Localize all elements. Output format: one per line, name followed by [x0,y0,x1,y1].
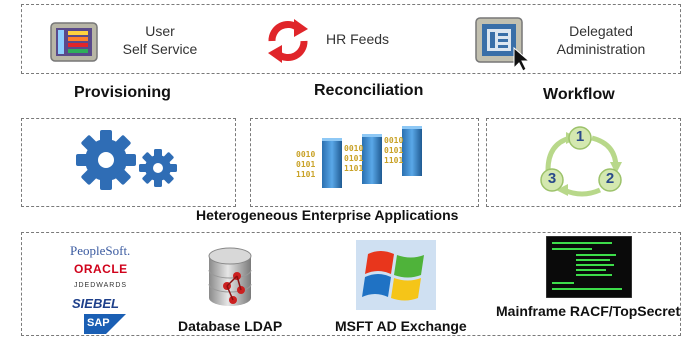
database-icon [205,246,255,308]
delegated-label-line2: Administration [556,41,646,57]
enterprise-apps-box [21,232,681,336]
msft-ad-exchange-label: MSFT AD Exchange [335,318,467,334]
windows-logo-icon [356,240,436,310]
user-label-line1: User [145,23,175,39]
binary-line: 0010 [384,136,404,145]
provisioning-box [21,118,236,207]
workflow-step-2: 2 [605,170,615,187]
admin-window-cursor-icon [474,14,540,72]
binary-line: 1101 [384,156,404,165]
binary-line: 0010 [296,150,316,159]
workflow-label: Workflow [543,86,615,103]
hr-feeds-label: HR Feeds [326,31,390,47]
workflow-step-3: 3 [547,170,557,187]
binary-line: 0010 [344,144,364,153]
delegated-admin-label: Delegated Administration [542,22,660,58]
user-label-line2: Self Service [122,41,198,57]
provisioning-label: Provisioning [74,84,171,101]
workflow-cycle-icon [534,122,634,202]
binary-line: 0101 [384,146,404,155]
user-self-service-label: User Self Service [110,22,210,58]
refresh-arrows-icon [258,15,318,67]
binary-servers-icon [290,124,460,198]
oracle-logo: ORACLE [74,262,128,276]
mainframe-label: Mainframe RACF/TopSecret [496,303,681,319]
binary-line: 1101 [344,164,364,173]
binary-line: 0101 [296,160,316,169]
siebel-logo: SIEBEL [72,296,119,311]
gears-icon [74,128,184,194]
database-ldap-label: Database LDAP [178,318,283,334]
workflow-box [486,118,681,207]
workflow-step-1: 1 [575,128,585,145]
sap-logo: SAP [84,314,126,334]
binary-column-2: 0010 0101 1101 [344,144,363,174]
binary-column-1: 0010 0101 1101 [296,150,315,180]
delegated-label-line1: Delegated [569,23,633,39]
top-row-box [21,4,681,74]
heterogeneous-apps-label: Heterogeneous Enterprise Applications [196,207,459,223]
reconciliation-label: Reconciliation [314,82,424,99]
reconciliation-box [250,118,479,207]
binary-column-3: 0010 0101 1101 [384,136,403,166]
peoplesoft-logo: PeopleSoft. [70,243,131,258]
binary-line: 1101 [296,170,316,179]
binary-line: 0101 [344,154,364,163]
sap-logo-text: SAP [87,317,110,329]
jdedwards-logo: JDEDWARDS [74,282,128,289]
form-window-icon [50,20,98,64]
mainframe-terminal-icon [546,236,632,298]
